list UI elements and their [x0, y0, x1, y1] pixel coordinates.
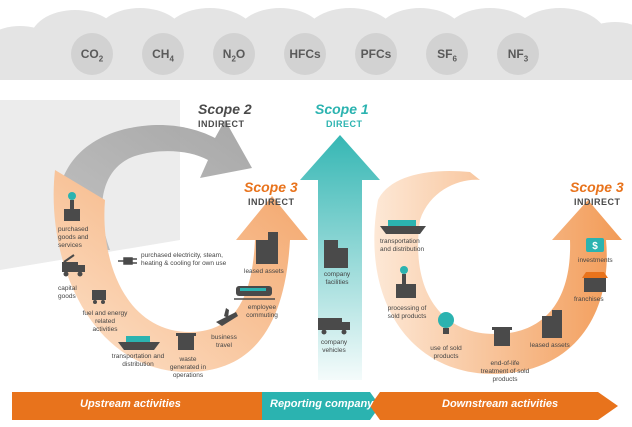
company-truck-icon [318, 318, 350, 335]
svg-text:$: $ [592, 241, 598, 252]
cargo-ship-icon [380, 220, 426, 234]
label-downstream-transport: transportation and distribution [380, 238, 425, 254]
gas-bubble [355, 33, 397, 75]
leased-building-icon [542, 310, 562, 338]
label-fuel-energy: fuel and energy related activities [82, 310, 128, 334]
scope2-arrow [58, 120, 253, 250]
scope2-title: Scope 2 [198, 101, 252, 117]
processing-factory-icon [396, 266, 416, 298]
label-capital-goods: capital goods [58, 285, 77, 301]
gas-label: N2O [222, 47, 246, 64]
lightbulb-icon [438, 312, 454, 334]
scope3-upstream-arrow [53, 170, 308, 373]
label-employee-commuting: employee commuting [246, 304, 278, 320]
truck-icon [62, 254, 85, 277]
gas-label: NF3 [507, 47, 529, 64]
label-company-vehicles: company vehicles [320, 339, 348, 355]
label-company-facilities: company facilities [323, 271, 351, 287]
label-franchises: franchises [574, 296, 604, 303]
gas-bubble [497, 33, 539, 75]
label-waste: waste generated in operations [169, 356, 207, 380]
activity-band [12, 392, 618, 420]
gas-label: CO2 [80, 47, 104, 64]
recycle-bin-icon [492, 327, 512, 346]
gas-bubble [71, 33, 113, 75]
label-end-of-life: end-of-life treatment of sold products [480, 360, 530, 384]
plane-icon [216, 308, 238, 326]
office-building-icon [324, 240, 348, 268]
label-use-of-sold: use of sold products [430, 345, 462, 361]
train-icon [234, 286, 275, 300]
scope3-upstream-subtitle: INDIRECT [248, 197, 295, 207]
waste-bin-icon [176, 333, 196, 350]
upstream-activities-label: Upstream activities [80, 398, 181, 410]
label-leased-assets-upstream: leased assets [244, 268, 284, 275]
label-upstream-transport: transportation and distribution [111, 353, 165, 369]
gas-bubble [284, 33, 326, 75]
label-investments: investments [578, 257, 613, 264]
gas-bubble [142, 33, 184, 75]
scope2-subtitle: INDIRECT [198, 119, 245, 129]
scope3-downstream-subtitle: INDIRECT [574, 197, 621, 207]
reporting-company-label: Reporting company [270, 398, 374, 410]
downstream-band [370, 392, 618, 420]
gas-label: PFCs [360, 47, 392, 61]
gas-label: CH4 [152, 47, 174, 64]
gas-bubbles [71, 33, 539, 75]
gas-bubble [213, 33, 255, 75]
label-leased-assets-downstream: leased assets [530, 342, 570, 349]
scope1-title: Scope 1 [315, 101, 369, 117]
downstream-activities-label: Downstream activities [442, 398, 559, 410]
money-icon: $ [586, 238, 604, 252]
plug-icon [118, 257, 137, 265]
gas-label: HFCs [289, 47, 321, 61]
shop-icon [582, 272, 608, 292]
label-business-travel: business travel [211, 334, 237, 350]
scope3-downstream-title: Scope 3 [570, 179, 624, 195]
scope3-upstream-title: Scope 3 [244, 179, 298, 195]
building-icon [256, 232, 278, 264]
label-purchased-goods: purchased goods and services [58, 226, 89, 250]
label-processing: processing of sold products [387, 305, 427, 321]
gas-bubble [426, 33, 468, 75]
upstream-band [12, 392, 262, 420]
ship-icon [118, 336, 160, 350]
fuel-cart-icon [92, 290, 106, 304]
gas-label: SF6 [437, 47, 457, 64]
factory-icon [64, 192, 80, 221]
reporting-band [262, 392, 380, 420]
label-purchased-electricity: purchased electricity, steam, heating & … [141, 252, 227, 268]
scope1-subtitle: DIRECT [326, 119, 363, 129]
